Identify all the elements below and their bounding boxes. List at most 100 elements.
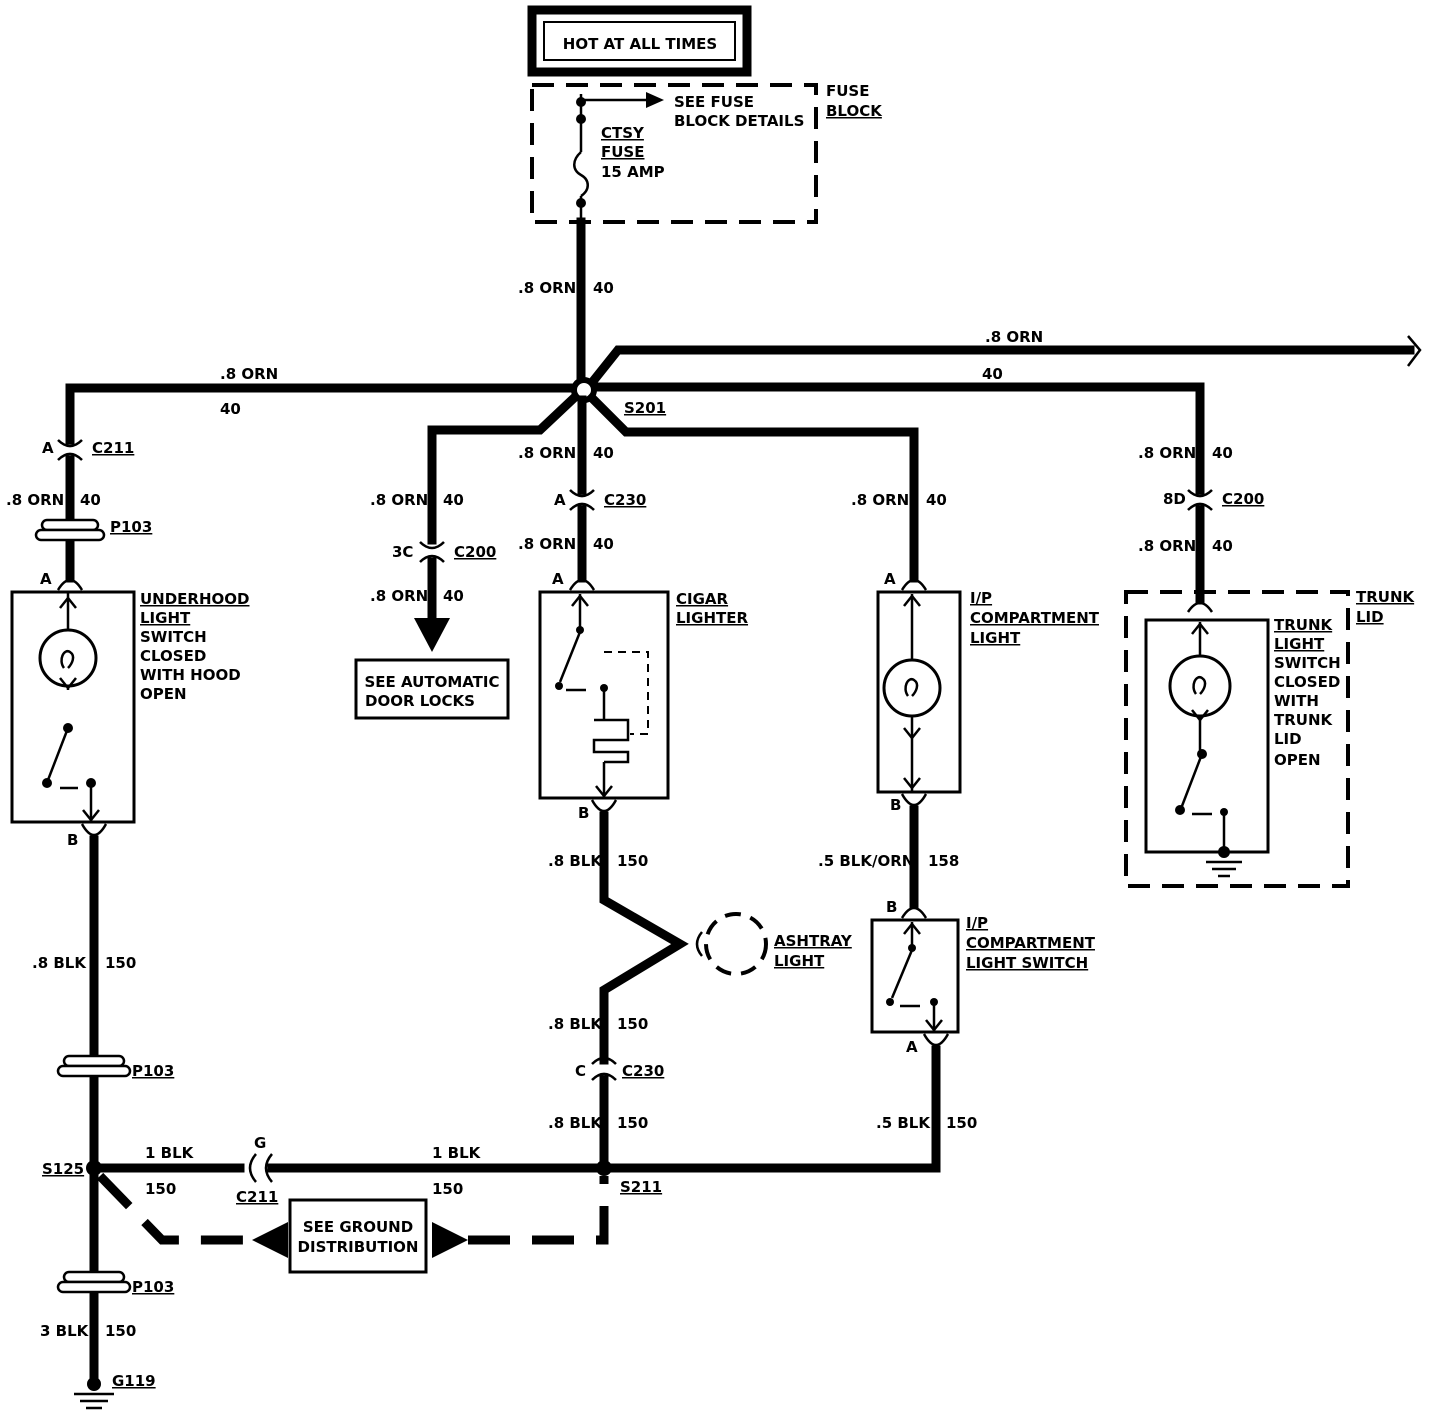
door-locks-branch: .8 ORN 40 3C C200 .8 ORN 40 SEE AUTOMATI…: [354, 491, 510, 720]
ip-light-name-2: COMPARTMENT: [970, 609, 1100, 627]
fuse-label-1: CTSY: [601, 124, 645, 142]
hot-at-all-times-label: HOT AT ALL TIMES: [563, 35, 717, 53]
ip-light-pin-a: A: [884, 570, 896, 588]
ip-switch-wire-circuit: 158: [928, 852, 959, 870]
wire-ip-color: .8 ORN: [851, 491, 909, 509]
ip-compartment-light: I/P COMPARTMENT LIGHT: [876, 589, 1100, 794]
wire-to-door-locks: [427, 391, 581, 545]
trunk-lid-area: TRUNK LID: [1124, 588, 1416, 888]
cigar-wire-color-2: .8 ORN: [518, 535, 576, 553]
cigar-c230-pin: A: [554, 491, 566, 509]
wire-to-ip-light: .8 ORN 40: [585, 391, 947, 583]
trunk-lid-name-2: LID: [1356, 608, 1384, 626]
cigar-branch: A C230 .8 ORN 40 A: [518, 489, 646, 591]
underhood-ground-branch: B .8 BLK 150 P103: [32, 823, 174, 1165]
ip-light-pin-b: B: [890, 796, 901, 814]
trunk-switch-desc-2: CLOSED: [1274, 673, 1340, 691]
underhood-wire-circuit: 40: [80, 491, 101, 509]
ground-distribution-route: SEE GROUND DISTRIBUTION: [96, 1172, 609, 1274]
cigar-ground-branch: B .8 BLK 150 .8 BLK 150 C C230 .8 BLK 15…: [548, 799, 689, 1165]
trunk-switch-desc-5: LID: [1274, 730, 1302, 748]
ip-switch-name-3: LIGHT SWITCH: [966, 954, 1088, 972]
cigar-gnd-color-3: .8 BLK: [548, 1114, 603, 1132]
ip-light-branch: A: [884, 570, 928, 591]
wire-to-trunk: 40: [591, 365, 1205, 495]
door-locks-pin: 3C: [392, 543, 413, 561]
ashtray-name-1: ASHTRAY: [774, 932, 853, 950]
trunk-pin: 8D: [1163, 490, 1186, 508]
trunk-wire-circuit-1: 40: [1212, 444, 1233, 462]
g119-label: G119: [112, 1372, 156, 1390]
cigar-name-1: CIGAR: [676, 590, 729, 608]
door-locks-ref-2: DOOR LOCKS: [365, 692, 475, 710]
ip-switch-ground: A .5 BLK 150: [603, 1033, 977, 1173]
wire-trunk-circuit: 40: [982, 365, 1003, 383]
cigar-gnd-color-1: .8 BLK: [548, 852, 603, 870]
underhood-p103-label: P103: [110, 518, 152, 536]
trunk-switch-desc-3: WITH: [1274, 692, 1319, 710]
fuse-symbol: [573, 151, 589, 198]
ground-ref-2: DISTRIBUTION: [298, 1238, 419, 1256]
cigar-name-2: LIGHTER: [676, 609, 748, 627]
ip-switch-pin-a: A: [906, 1038, 918, 1056]
door-locks-ref-1: SEE AUTOMATIC: [364, 673, 499, 691]
ip-switch-gnd-circuit: 150: [946, 1114, 977, 1132]
trunk-switch-desc-1: SWITCH: [1274, 654, 1341, 672]
door-locks-wire-color-2: .8 ORN: [370, 587, 428, 605]
splice-s211-label: S211: [620, 1178, 662, 1196]
trunk-switch-name-2: LIGHT: [1274, 635, 1325, 653]
trunk-lid-name-1: TRUNK: [1356, 588, 1416, 606]
ground-c211-label: C211: [236, 1188, 278, 1206]
trunk-switch-name-1: TRUNK: [1274, 616, 1334, 634]
door-locks-wire-circuit-1: 40: [443, 491, 464, 509]
ip-compartment-light-switch: I/P COMPARTMENT LIGHT SWITCH: [870, 914, 1096, 1034]
cigar-gnd-circuit-1: 150: [617, 852, 648, 870]
wire-ip-circuit: 40: [926, 491, 947, 509]
underhood-desc-1: SWITCH: [140, 628, 207, 646]
wire-underhood-color: .8 ORN: [220, 365, 278, 383]
trunk-c200: C200: [1222, 490, 1264, 508]
ashtray-name-2: LIGHT: [774, 952, 825, 970]
g119-wire-color: 3 BLK: [40, 1322, 90, 1340]
underhood-c211-label: C211: [92, 439, 134, 457]
cigar-gnd-circuit-3: 150: [617, 1114, 648, 1132]
ip-light-name-3: LIGHT: [970, 629, 1021, 647]
g119-p103-label: P103: [132, 1278, 174, 1296]
cigar-lighter: CIGAR LIGHTER: [538, 590, 748, 800]
ip-switch-name-1: I/P: [966, 914, 988, 932]
cigar-gnd-circuit-2: 150: [617, 1015, 648, 1033]
fuse-block-title-1: FUSE: [826, 82, 869, 100]
door-locks-c200: C200: [454, 543, 496, 561]
ip-light-name-1: I/P: [970, 589, 992, 607]
cigar-pin-b: B: [578, 804, 589, 822]
fuse-block-title-2: BLOCK: [826, 102, 883, 120]
underhood-desc-2: CLOSED: [140, 647, 206, 665]
fuse-label-3: 15 AMP: [601, 163, 665, 181]
trunk-wire-color-2: .8 ORN: [1138, 537, 1196, 555]
underhood-desc-3: WITH HOOD: [140, 666, 241, 684]
ashtray-light: ASHTRAY LIGHT: [695, 912, 853, 976]
underhood-pin-b: B: [67, 831, 78, 849]
wire-to-cigar: .8 ORN 40: [518, 395, 614, 495]
trunk-switch-desc-6: OPEN: [1274, 751, 1321, 769]
fuse-label-2: FUSE: [601, 143, 644, 161]
wire-to-underhood: .8 ORN 40: [65, 365, 577, 445]
underhood-c211-pin: A: [42, 439, 54, 457]
ground-bus-color-left: 1 BLK: [145, 1144, 195, 1162]
door-locks-wire-circuit-2: 40: [443, 587, 464, 605]
wire-cigar-circuit-1: 40: [593, 444, 614, 462]
ground-bus-circuit-right: 150: [432, 1180, 463, 1198]
underhood-name-1: UNDERHOOD: [140, 590, 250, 608]
underhood-desc-4: OPEN: [140, 685, 187, 703]
trunk-switch-desc-4: TRUNK: [1274, 711, 1334, 729]
wire-cigar-color-1: .8 ORN: [518, 444, 576, 462]
underhood-gnd-p103: P103: [132, 1062, 174, 1080]
underhood-light-switch: UNDERHOOD LIGHT SWITCH CLOSED WITH HOOD …: [10, 590, 250, 824]
trunk-wire-circuit-2: 40: [1212, 537, 1233, 555]
ground-bus: 1 BLK 150 G C211 1 BLK 150: [97, 1134, 605, 1206]
main-feed-wire: .8 ORN 40: [518, 217, 614, 383]
underhood-gnd-wire-color: .8 BLK: [32, 954, 87, 972]
splice-s125: S125 P103 3 BLK 150 G119: [40, 1160, 174, 1410]
trunk-branch: .8 ORN 40 8D C200 .8 ORN 40: [1138, 444, 1264, 613]
cigar-c230-label: C230: [604, 491, 646, 509]
